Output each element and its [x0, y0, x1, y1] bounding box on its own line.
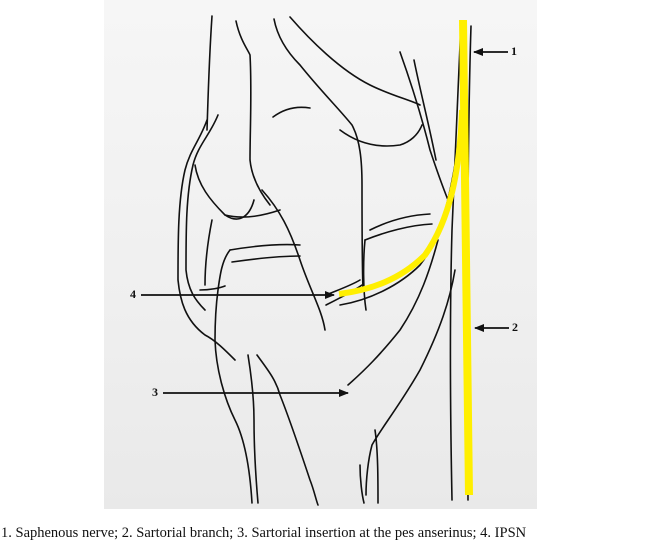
- sartorial-branch-nerve: [459, 19, 473, 496]
- label-2: 2: [512, 320, 518, 334]
- label-1: 1: [511, 44, 517, 58]
- label-4: 4: [130, 287, 136, 301]
- ipsn-nerve: [338, 109, 465, 297]
- label-3: 3: [152, 385, 158, 399]
- figure-caption: 1. Saphenous nerve; 2. Sartorial branch;…: [1, 525, 527, 541]
